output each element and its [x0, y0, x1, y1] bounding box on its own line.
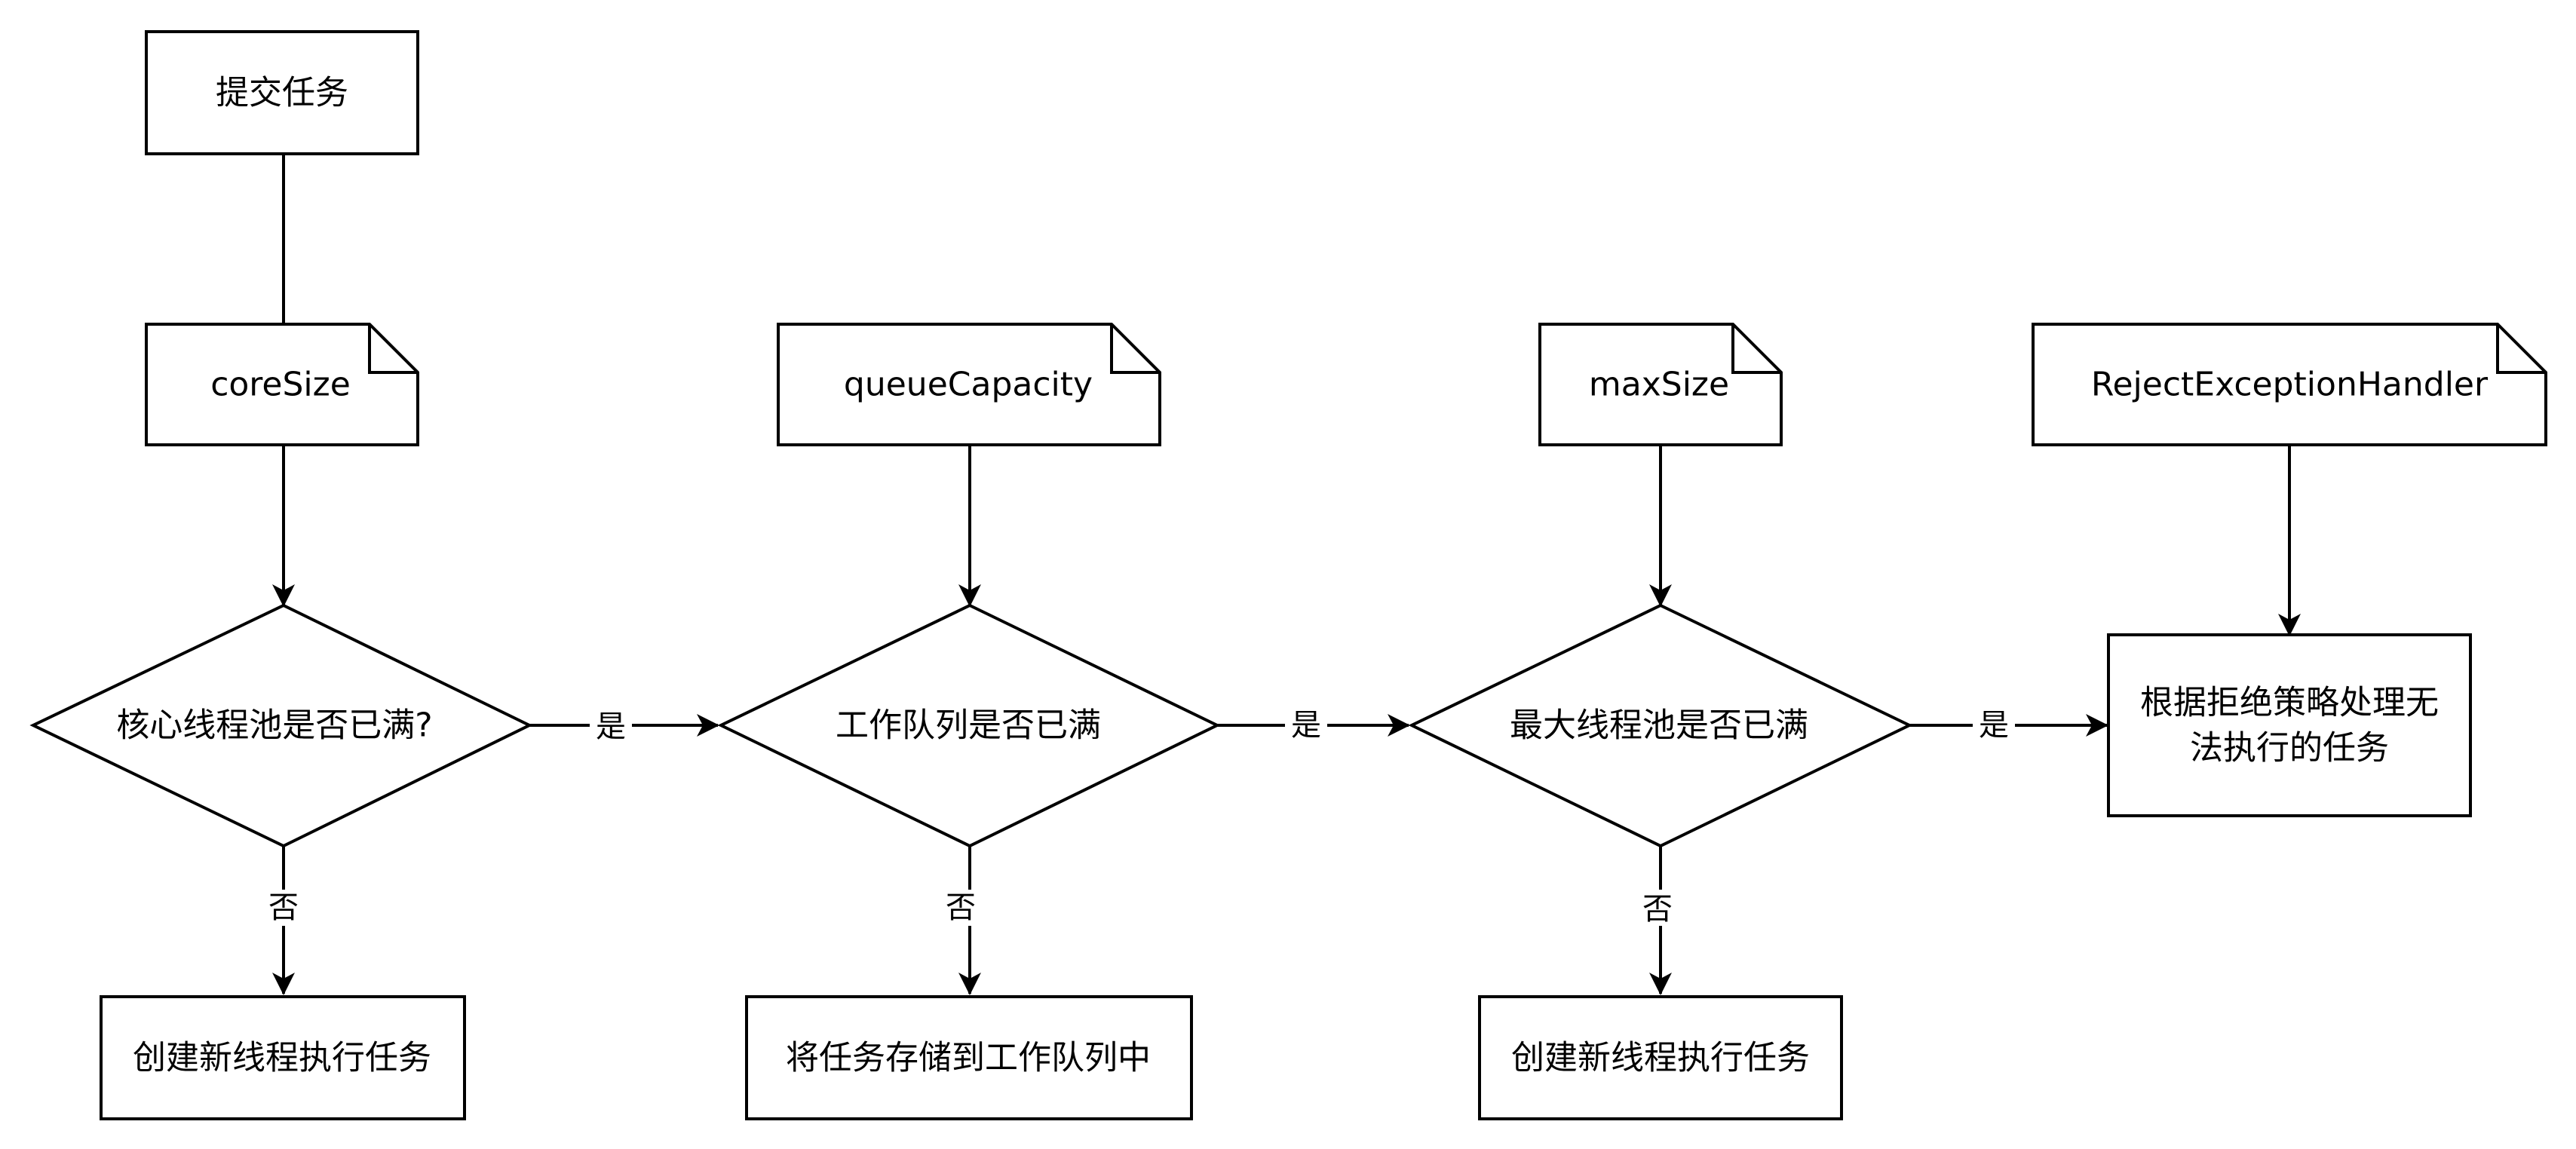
- queue-capacity-label: queueCapacity: [844, 366, 1093, 404]
- create-thread-box-1: 创建新线程执行任务: [100, 995, 466, 1120]
- maxsize-note: maxSize: [1538, 323, 1783, 446]
- svg-text:否: 否: [946, 890, 976, 925]
- submit-task-box: 提交任务: [145, 30, 419, 155]
- queue-full-decision: 工作队列是否已满: [717, 603, 1221, 848]
- edge-label-max-yes: 是: [1973, 707, 2015, 743]
- reject-handler-label: RejectExceptionHandler: [2091, 366, 2489, 404]
- edge-label-queue-no: 否: [940, 890, 982, 926]
- queue-capacity-note: queueCapacity: [777, 323, 1161, 446]
- coresize-label: coreSize: [210, 366, 351, 404]
- create-thread-box-2: 创建新线程执行任务: [1478, 995, 1843, 1120]
- edge-label-core-no: 否: [262, 890, 305, 926]
- reject-handler-note: RejectExceptionHandler: [2032, 323, 2547, 446]
- max-pool-full-decision: 最大线程池是否已满: [1408, 603, 1913, 848]
- core-pool-full-decision: 核心线程池是否已满?: [29, 603, 533, 848]
- reject-process-label-line1: 根据拒绝策略处理无: [2140, 684, 2439, 722]
- reject-process-box: 根据拒绝策略处理无 法执行的任务: [2107, 633, 2472, 817]
- reject-process-label-line2: 法执行的任务: [2190, 729, 2389, 768]
- svg-text:是: 是: [1291, 708, 1321, 743]
- store-queue-label: 将任务存储到工作队列中: [786, 1039, 1151, 1077]
- svg-text:否: 否: [1642, 892, 1673, 927]
- edge-label-max-no: 否: [1636, 890, 1679, 927]
- svg-text:是: 是: [596, 709, 626, 744]
- svg-text:是: 是: [1979, 708, 2009, 743]
- coresize-note: coreSize: [145, 323, 419, 446]
- maxsize-label: maxSize: [1589, 366, 1729, 404]
- create-thread-label-2: 创建新线程执行任务: [1511, 1039, 1810, 1077]
- core-pool-full-label: 核心线程池是否已满?: [116, 706, 432, 745]
- edge-label-queue-yes: 是: [1285, 707, 1327, 743]
- queue-full-label: 工作队列是否已满: [836, 706, 1101, 745]
- edge-label-core-yes: 是: [590, 707, 632, 744]
- submit-task-label: 提交任务: [216, 74, 348, 112]
- svg-text:否: 否: [268, 890, 299, 925]
- max-pool-full-label: 最大线程池是否已满: [1510, 706, 1808, 745]
- store-queue-box: 将任务存储到工作队列中: [745, 995, 1193, 1120]
- create-thread-label-1: 创建新线程执行任务: [133, 1039, 431, 1077]
